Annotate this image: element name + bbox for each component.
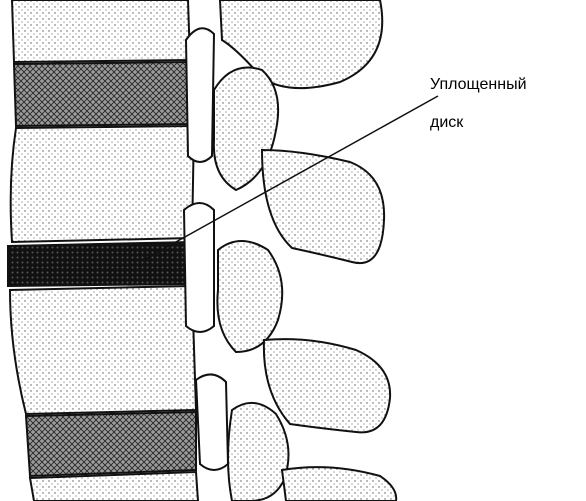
nerve-root-lower <box>196 374 228 470</box>
vertebral-body-middle-lower <box>10 286 196 414</box>
articular-process-lower <box>228 403 289 501</box>
articular-process-middle <box>217 241 282 352</box>
callout-label-line2: диск <box>430 113 586 132</box>
nerve-root-middle <box>184 203 214 332</box>
vertebral-body-top <box>12 0 190 62</box>
disc-normal-lower <box>26 412 196 476</box>
disc-normal-upper <box>14 62 192 126</box>
spinous-process-bottom <box>282 467 396 501</box>
callout-label-line1: Уплощенный <box>430 75 586 94</box>
nerve-root-upper <box>186 28 214 162</box>
callout-label: Уплощенный диск <box>430 56 586 151</box>
spinous-process-lower <box>264 339 390 432</box>
vertebral-body-middle-upper <box>11 126 194 242</box>
vertebral-body-bottom <box>30 472 198 501</box>
spinous-process-middle <box>262 150 384 263</box>
